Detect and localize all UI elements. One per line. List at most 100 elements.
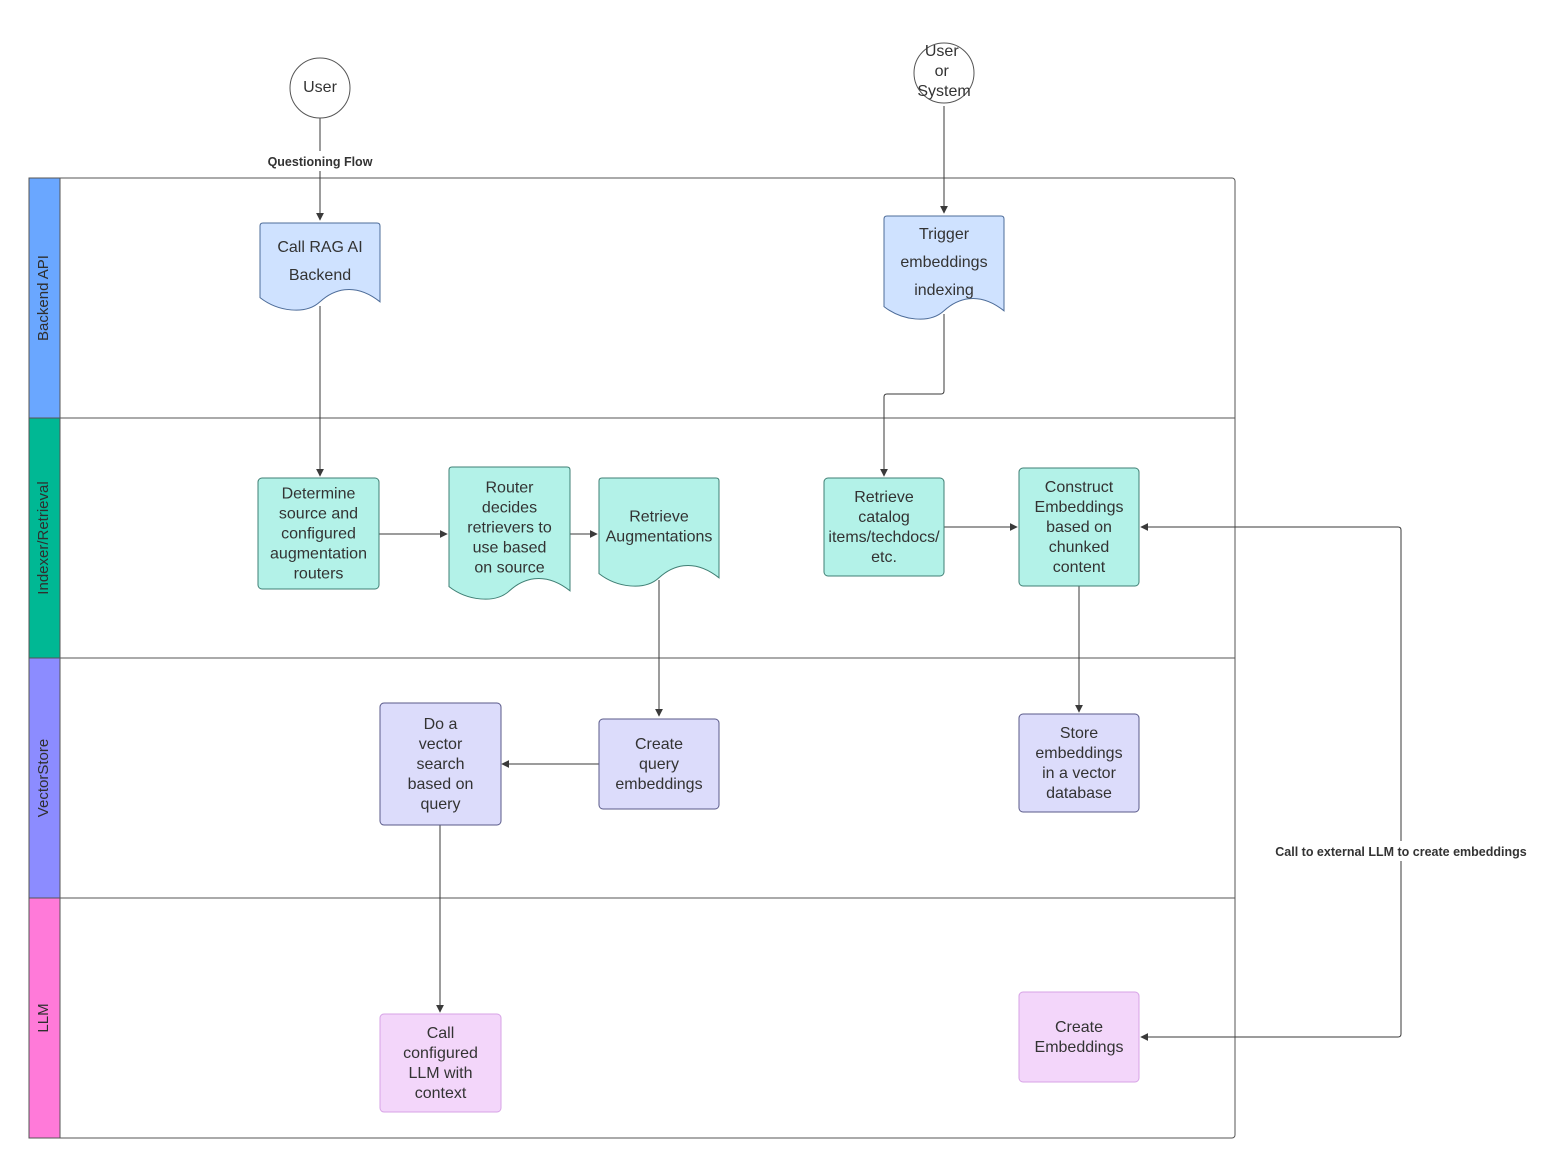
retrieve-augmentations-label-line: Augmentations [606, 529, 713, 546]
edge-label-external-llm: Call to external LLM to create embedding… [1275, 845, 1526, 859]
router-decides-label-line: Router [485, 480, 534, 497]
trigger-indexing-label-line: embeddings [900, 254, 987, 271]
call-llm-label-line: context [415, 1085, 467, 1102]
store-embeddings-label: Store embeddings in a vector database [1035, 725, 1122, 802]
lane-label-indexer-retrieval: Indexer/Retrieval [35, 481, 52, 594]
determine-source-label-line: augmentation [270, 546, 367, 563]
trigger-indexing-label: Trigger embeddings indexing [900, 226, 987, 299]
determine-source-label: Determine source and configured augmentatio… [270, 486, 367, 583]
retrieve-catalog-shape [823, 477, 945, 577]
router-decides-label-line: retrievers to [467, 520, 552, 537]
trigger-indexing-label-line: indexing [914, 282, 974, 299]
determine-source-label-line: Determine [282, 486, 356, 503]
retrieve-catalog-label: Retrieve catalog items/techdocs/etc. [828, 489, 940, 566]
determine-source-label-line: configured [281, 526, 356, 543]
vector-search-label-line: Do a [424, 716, 458, 733]
construct-embeddings-label-line: content [1053, 559, 1106, 576]
actor-user-label: User [303, 79, 337, 96]
edge-label-questioning-flow: Questioning Flow [268, 155, 373, 169]
call-llm-shape [379, 1013, 502, 1113]
store-embeddings-label-line: database [1046, 785, 1112, 802]
vector-search-label: Do a vector search based on query [408, 716, 474, 813]
edge-labels: Questioning Flow Call to external LLM to… [262, 151, 1536, 861]
nodes: Call RAG AI Backend Trigger embeddings inde… [257, 215, 1140, 1113]
determine-source-shape [257, 477, 380, 590]
edge-trigger-to-retrieve-catalog [880, 314, 945, 477]
create-embeddings-label-line: Create [1055, 1019, 1103, 1036]
create-embeddings-label-line: Embeddings [1035, 1039, 1124, 1056]
query-embeddings-label-line: Create [635, 736, 683, 753]
call-llm-label-line: LLM with [408, 1065, 472, 1082]
query-embeddings-label: Create query embeddings [615, 736, 702, 793]
edge-external-llm-loop [1140, 523, 1402, 1041]
node-determine-source: Determine source and configured augmentatio… [257, 477, 380, 590]
call-rag-shape [259, 222, 381, 311]
router-decides-label-line: on source [474, 560, 544, 577]
lane-label-llm: LLM [35, 1003, 52, 1032]
retrieve-catalog-label-line: etc. [871, 549, 897, 566]
retrieve-catalog-label-line: Retrieve [854, 489, 914, 506]
determine-source-label-line: source and [279, 506, 358, 523]
store-embeddings-label-line: in a vector [1042, 765, 1116, 782]
call-rag-label-line: Backend [289, 267, 351, 284]
vector-search-label-line: based on [408, 776, 474, 793]
query-embeddings-label-line: query [639, 756, 679, 773]
determine-source-label-line: routers [294, 566, 344, 583]
actors: User User or System [289, 42, 975, 119]
router-decides-label-line: use based [473, 540, 547, 557]
actor-user: User [289, 57, 351, 119]
trigger-indexing-shape [883, 215, 1005, 320]
node-query-embeddings: Create query embeddings [598, 718, 720, 810]
lane-label-vectorstore: VectorStore [35, 739, 52, 817]
lane-header-backend-api: Backend API [28, 177, 61, 419]
create-embeddings-shape [1018, 991, 1140, 1083]
query-embeddings-label-line: embeddings [615, 776, 702, 793]
lane-header-indexer-retrieval: Indexer/Retrieval [28, 417, 61, 659]
lane-header-vectorstore: VectorStore [28, 657, 61, 899]
construct-embeddings-label-line: based on [1046, 519, 1112, 536]
retrieve-catalog-label-line: catalog [858, 509, 910, 526]
construct-embeddings-label-line: Embeddings [1035, 499, 1124, 516]
store-embeddings-label-line: embeddings [1035, 745, 1122, 762]
router-decides-label-line: decides [482, 500, 537, 517]
node-call-rag: Call RAG AI Backend [259, 222, 381, 311]
router-decides-shape [448, 466, 571, 600]
retrieve-augmentations-label-line: Retrieve [629, 509, 689, 526]
node-trigger-indexing: Trigger embeddings indexing [883, 215, 1005, 320]
retrieve-catalog-label-line: items/techdocs/ [828, 529, 940, 546]
call-llm-label-line: Call [427, 1025, 455, 1042]
retrieve-augmentations-shape [598, 477, 720, 587]
lane-label-backend-api: Backend API [35, 255, 52, 341]
construct-embeddings-shape [1018, 467, 1140, 587]
node-store-embeddings: Store embeddings in a vector database [1018, 713, 1140, 813]
router-decides-label: Router decides retrievers to use based on so… [467, 480, 552, 577]
store-embeddings-label-line: Store [1060, 725, 1098, 742]
edges [316, 106, 1402, 1041]
actor-user-or-system-label: User or System [917, 43, 970, 100]
vector-search-label-line: search [416, 756, 464, 773]
call-llm-label-line: configured [403, 1045, 478, 1062]
construct-embeddings-label-line: chunked [1049, 539, 1110, 556]
call-rag-label-line: Call RAG AI [277, 239, 362, 256]
swimlane-frame [28, 177, 1236, 1139]
actor-user-or-system: User or System [913, 42, 975, 104]
store-embeddings-shape [1018, 713, 1140, 813]
vector-search-shape [379, 702, 502, 826]
lane-header-llm: LLM [28, 897, 61, 1139]
construct-embeddings-label-line: Construct [1045, 479, 1114, 496]
vector-search-label-line: vector [419, 736, 463, 753]
node-retrieve-catalog: Retrieve catalog items/techdocs/etc. [823, 477, 945, 577]
node-vector-search: Do a vector search based on query [379, 702, 502, 826]
node-router-decides: Router decides retrievers to use based on so… [448, 466, 571, 600]
vector-search-label-line: query [420, 796, 460, 813]
trigger-indexing-label-line: Trigger [919, 226, 970, 243]
